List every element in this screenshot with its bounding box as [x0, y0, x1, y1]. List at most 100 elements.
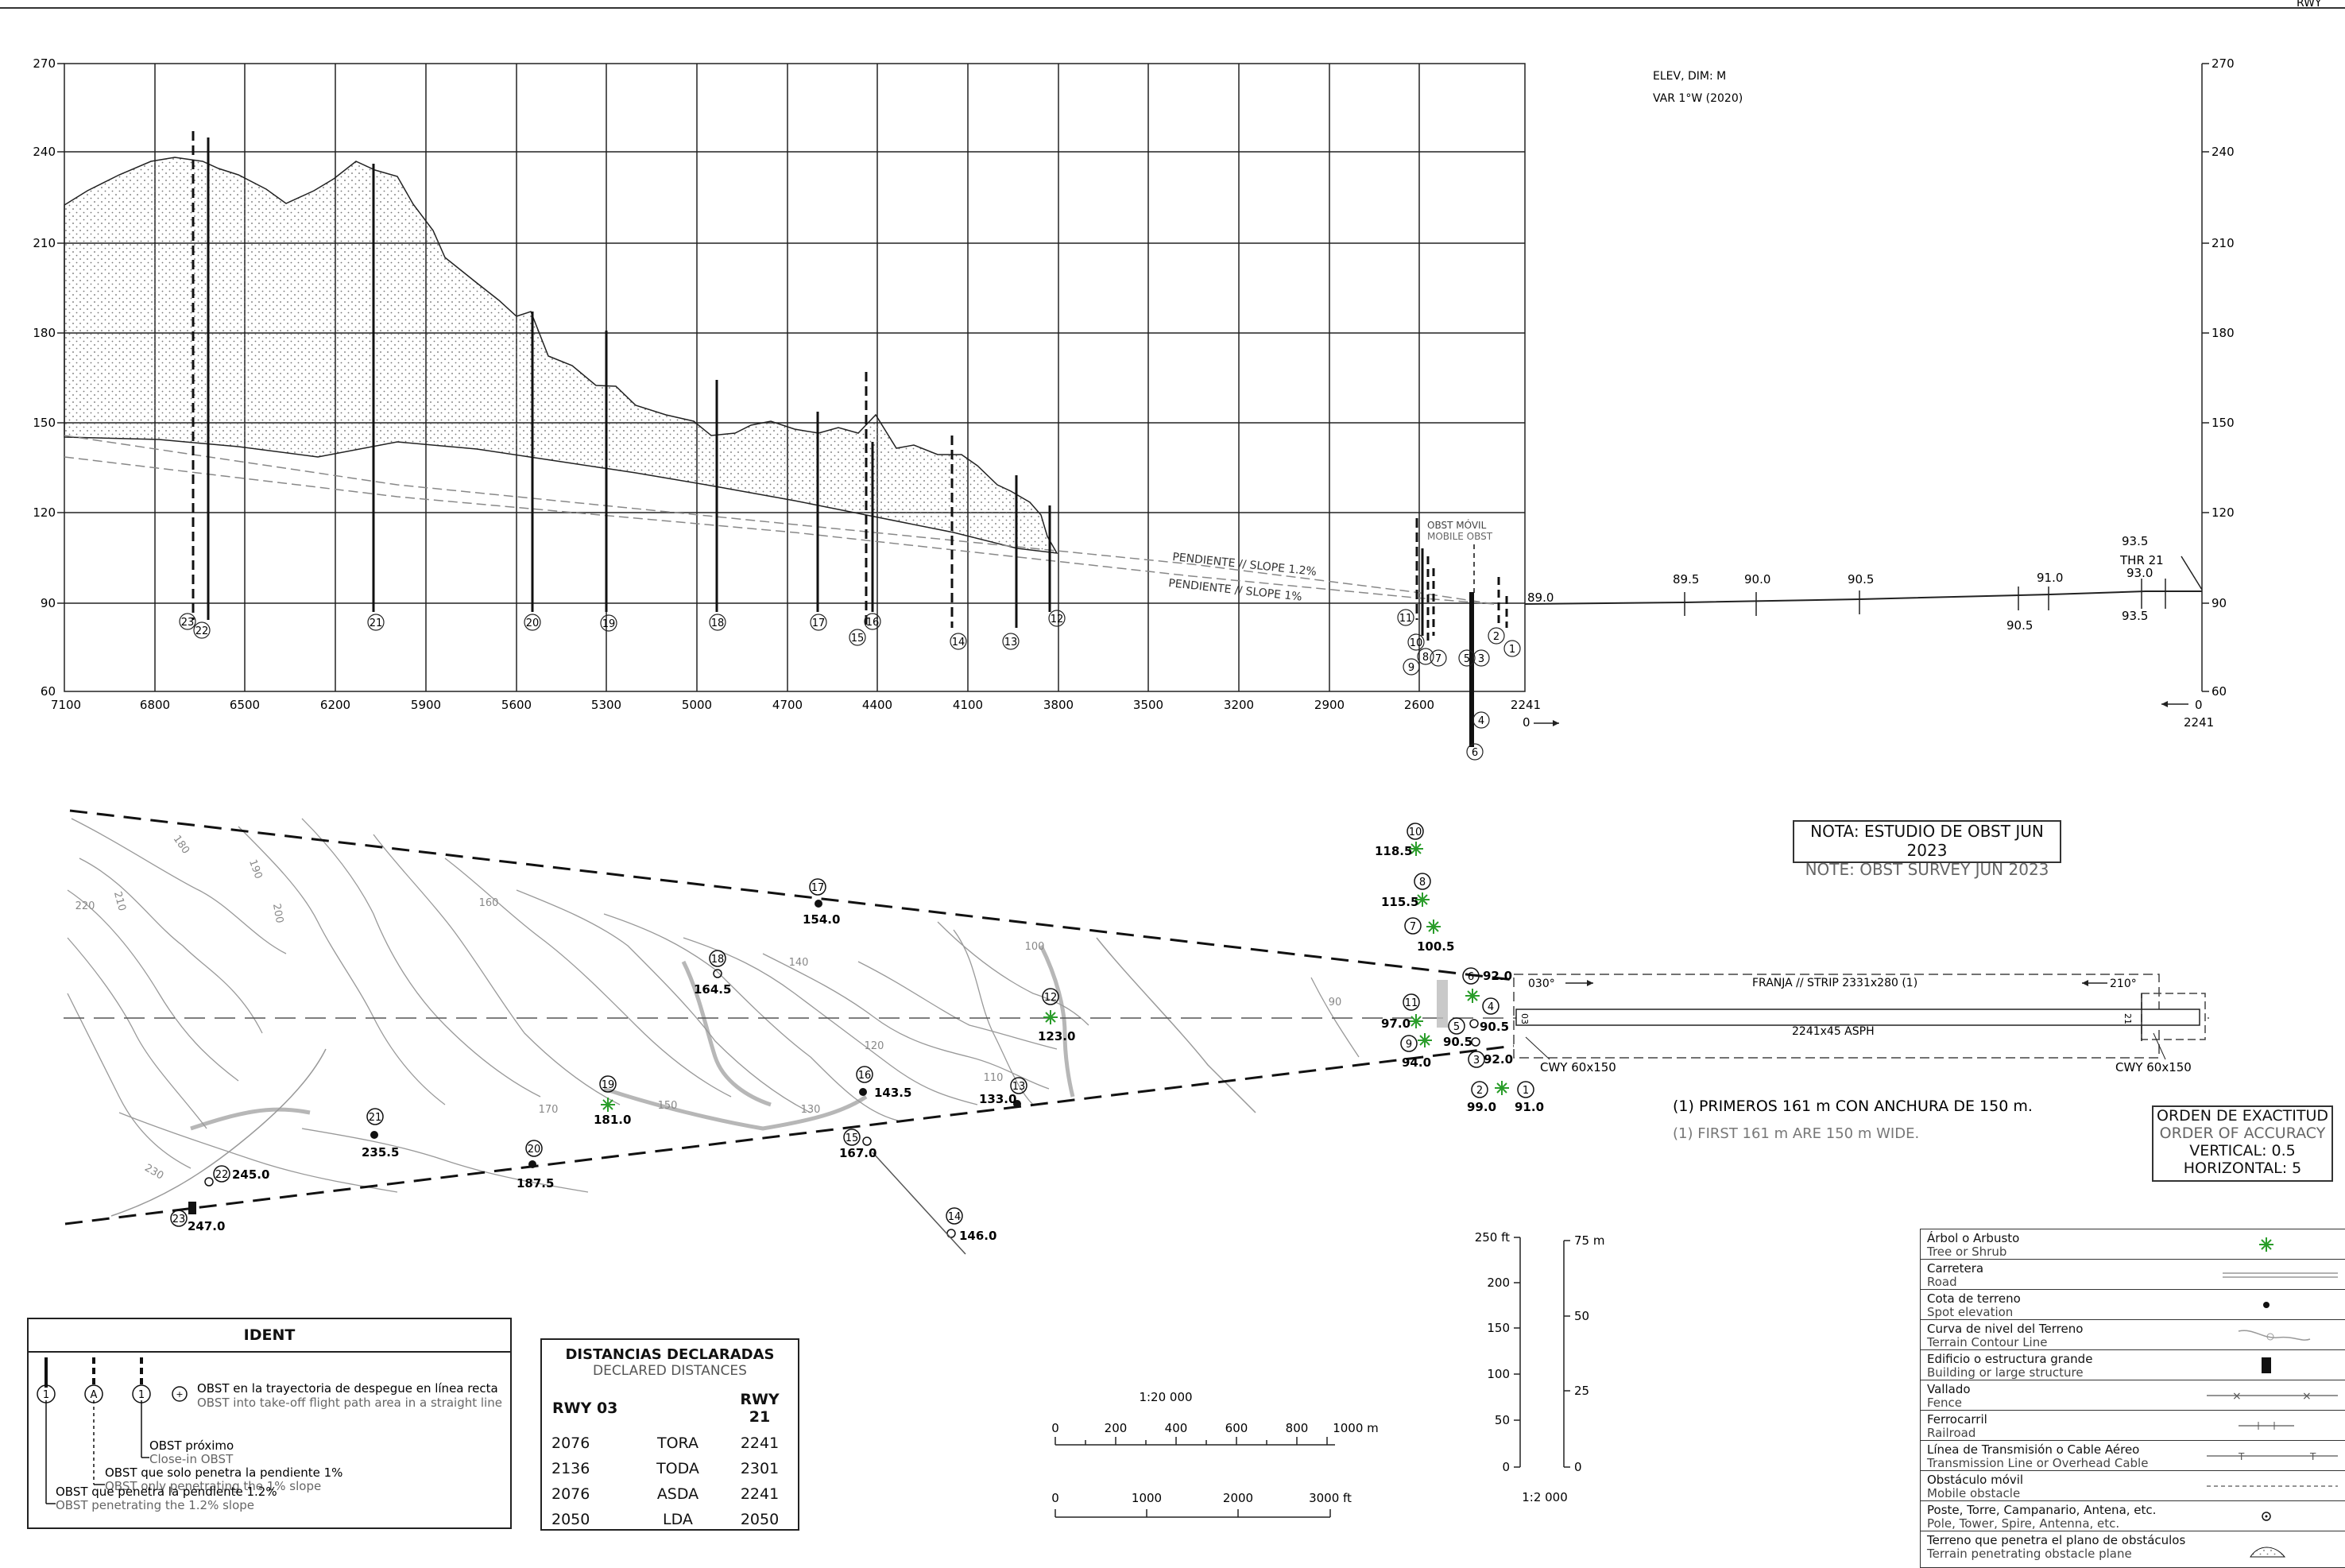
- scale-bar-ft: 0 1000 2000 3000 ft: [1051, 1491, 1352, 1518]
- svg-text:90.5: 90.5: [1480, 1020, 1509, 1034]
- profile-obst-numbers: [179, 609, 1521, 761]
- svg-text:90.5: 90.5: [1848, 572, 1874, 587]
- svg-text:4100: 4100: [953, 698, 983, 712]
- ident-close-en: Close-in OBST: [149, 1452, 234, 1466]
- runway-elevations: 89.0 89.5 90.0 90.5 91.0 93.0 93.5 90.5 …: [1527, 534, 2164, 633]
- svg-text:25: 25: [1574, 1384, 1589, 1398]
- svg-text:146.0: 146.0: [959, 1229, 996, 1243]
- x-zero-left: 0: [1523, 715, 1530, 730]
- svg-text:12: 12: [1044, 992, 1058, 1004]
- ident-close-es: OBST próximo: [149, 1438, 234, 1453]
- ident-pen12-es: OBST que penetra la pendiente 1.2%: [56, 1485, 277, 1499]
- terrain-icon: [2250, 1547, 2286, 1558]
- ident-title: IDENT: [29, 1319, 510, 1353]
- svg-text:89.5: 89.5: [1673, 572, 1699, 587]
- svg-text:15: 15: [846, 1132, 859, 1144]
- svg-text:6: 6: [1472, 747, 1478, 759]
- svg-text:T: T: [2238, 1451, 2245, 1462]
- svg-text:190: 190: [246, 858, 265, 881]
- svg-text:14: 14: [952, 637, 965, 648]
- y-axis-right: 270 240 210 180 150 120 90 60: [2211, 56, 2235, 699]
- tree-icon: [2259, 1237, 2273, 1252]
- svg-text:110: 110: [984, 1072, 1004, 1084]
- x-axis: 7100 6800 6500 6200 5900 5600 5300 5000 …: [51, 698, 1541, 712]
- svg-text:15: 15: [851, 633, 865, 645]
- svg-text:23: 23: [181, 617, 195, 629]
- svg-text:11: 11: [1405, 997, 1418, 1009]
- svg-text:143.5: 143.5: [874, 1086, 911, 1100]
- y-axis-left: 270 240 210 180 150 120 90 60: [33, 56, 56, 699]
- svg-text:100.5: 100.5: [1417, 939, 1454, 954]
- svg-text:3: 3: [1473, 1055, 1480, 1067]
- svg-text:1: 1: [138, 1389, 145, 1401]
- svg-text:7100: 7100: [51, 698, 81, 712]
- svg-text:0: 0: [1051, 1491, 1059, 1505]
- hdg-030: 030°: [1528, 978, 1555, 990]
- svg-text:90: 90: [2211, 596, 2227, 610]
- terrain-area: [64, 157, 1058, 554]
- vertical-scale: 250 ft 200 150 100 50 0 75 m 50 25 0 1:2…: [1475, 1230, 1605, 1504]
- elev-label: ELEV, DIM: M: [1653, 70, 1726, 83]
- svg-text:115.5: 115.5: [1381, 895, 1418, 909]
- svg-text:91.0: 91.0: [2037, 571, 2063, 585]
- svg-text:1:2 000: 1:2 000: [1522, 1490, 1568, 1504]
- svg-text:9: 9: [1406, 1039, 1412, 1051]
- svg-text:97.0: 97.0: [1381, 1016, 1410, 1031]
- svg-text:12: 12: [1051, 614, 1064, 625]
- svg-text:164.5: 164.5: [694, 982, 731, 997]
- declared-title-es: DISTANCIAS DECLARADAS: [565, 1346, 775, 1363]
- svg-text:A: A: [91, 1389, 98, 1401]
- svg-text:5000: 5000: [682, 698, 712, 712]
- scale-ratio: 1:20 000: [1139, 1390, 1192, 1404]
- svg-text:1000 m: 1000 m: [1333, 1421, 1379, 1435]
- svg-text:6500: 6500: [230, 698, 260, 712]
- svg-text:270: 270: [33, 56, 56, 71]
- svg-text:180: 180: [2211, 326, 2235, 340]
- plan-obstacle-markers: [188, 842, 1509, 1255]
- contour-icon: [2238, 1330, 2311, 1341]
- railroad-icon: [2239, 1422, 2294, 1430]
- svg-text:100: 100: [1487, 1367, 1510, 1381]
- svg-text:118.5: 118.5: [1375, 844, 1412, 858]
- svg-text:270: 270: [2211, 56, 2235, 71]
- svg-text:220: 220: [75, 900, 95, 912]
- order-en: ORDER OF ACCURACY: [2159, 1125, 2326, 1142]
- svg-text:94.0: 94.0: [1402, 1055, 1431, 1070]
- svg-text:210: 210: [111, 890, 128, 912]
- svg-text:2241: 2241: [1511, 698, 1541, 712]
- approach-surface: [64, 809, 1515, 1225]
- svg-text:0: 0: [1574, 1460, 1582, 1474]
- order-es: ORDEN DE EXACTITUD: [2156, 1107, 2329, 1125]
- ident-pen1-en: OBST only penetrating the 1% slope: [105, 1479, 321, 1493]
- svg-text:4400: 4400: [862, 698, 892, 712]
- svg-text:6: 6: [1468, 971, 1474, 983]
- profile-obstacles: [192, 131, 1508, 747]
- svg-text:T: T: [2309, 1451, 2316, 1462]
- svg-text:167.0: 167.0: [839, 1146, 876, 1160]
- svg-text:13: 13: [1012, 1081, 1026, 1093]
- svg-text:235.5: 235.5: [362, 1145, 399, 1160]
- rwy-end-21: 21: [2122, 1013, 2133, 1024]
- svg-text:×: ×: [2302, 1390, 2312, 1403]
- cwy-left: CWY 60x150: [1540, 1060, 1616, 1074]
- svg-text:5900: 5900: [411, 698, 441, 712]
- svg-text:6800: 6800: [140, 698, 170, 712]
- svg-text:92.0: 92.0: [1484, 1052, 1513, 1067]
- svg-text:90.5: 90.5: [1443, 1035, 1472, 1049]
- svg-text:2900: 2900: [1314, 698, 1345, 712]
- svg-text:123.0: 123.0: [1038, 1029, 1075, 1043]
- slope-12-label: PENDIENTE // SLOPE 1.2%: [1172, 551, 1318, 579]
- svg-text:187.5: 187.5: [517, 1176, 554, 1191]
- var-label: VAR 1°W (2020): [1653, 92, 1743, 105]
- svg-text:18: 18: [711, 618, 725, 629]
- svg-text:99.0: 99.0: [1467, 1100, 1496, 1114]
- svg-text:2600: 2600: [1404, 698, 1434, 712]
